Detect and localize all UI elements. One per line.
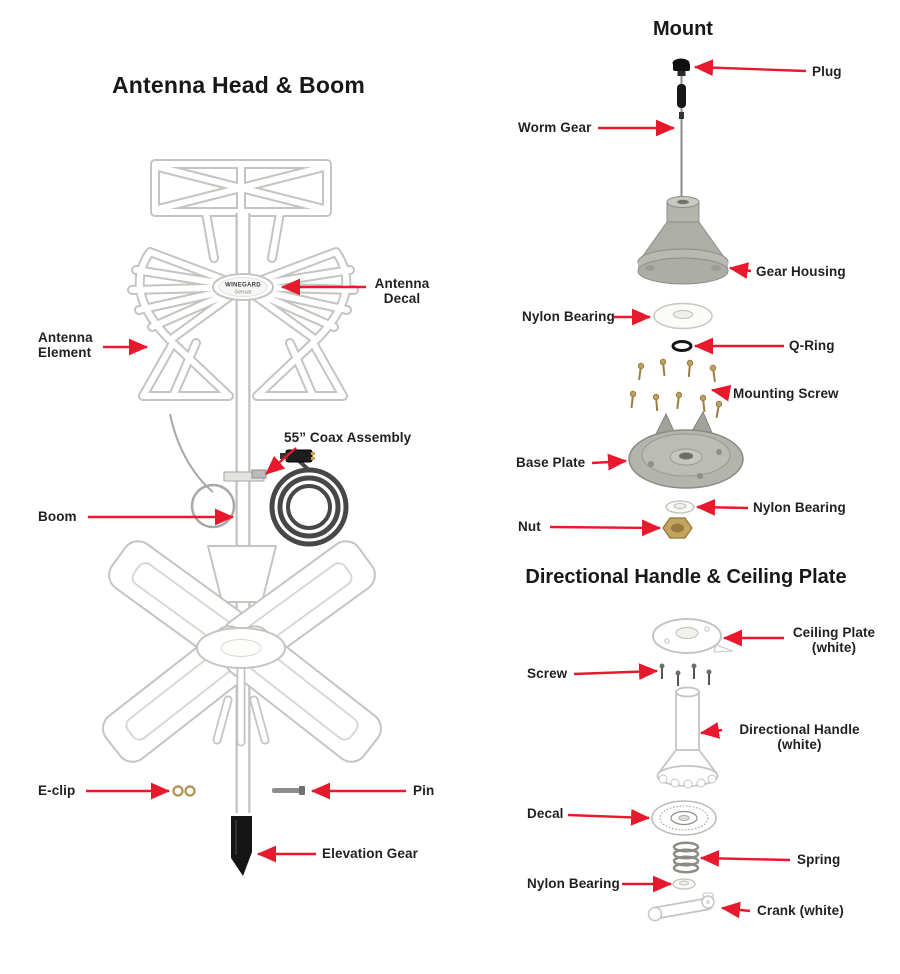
ceiling-plate-part — [652, 618, 734, 654]
base-plate-part — [628, 410, 744, 489]
mount-section-title: Mount — [653, 18, 713, 40]
label-nylon-bearing-lower: Nylon Bearing — [753, 500, 846, 515]
directional-handle-part — [656, 686, 719, 789]
label-screw: Screw — [527, 666, 568, 681]
arrow-lines — [86, 59, 807, 919]
wire-loop — [190, 483, 236, 529]
label-nylon-bearing-upper: Nylon Bearing — [522, 309, 615, 324]
label-antenna-decal: Antenna Decal — [374, 276, 430, 307]
label-pin: Pin — [413, 783, 435, 798]
elevation-gear-part — [231, 816, 252, 876]
label-nylon-bearing-handle: Nylon Bearing — [527, 876, 620, 891]
label-worm-gear: Worm Gear — [518, 120, 592, 135]
coax-assembly-part — [251, 449, 349, 547]
mounting-screws — [629, 358, 723, 418]
crank-part — [647, 892, 715, 922]
wire — [169, 413, 214, 493]
label-elevation-gear: Elevation Gear — [322, 846, 418, 861]
label-coax-assembly: 55” Coax Assembly — [284, 430, 412, 445]
decal-part — [651, 800, 717, 836]
label-ceiling-plate: Ceiling Plate (white) — [792, 625, 876, 656]
q-ring-part — [671, 340, 693, 352]
handle-screws — [659, 663, 712, 686]
antenna-illustration: WINEGARD Sensar — [102, 164, 382, 876]
label-spring: Spring — [797, 852, 841, 867]
label-e-clip: E-clip — [38, 783, 76, 798]
handle-illustration — [647, 618, 734, 922]
e-clip-part — [172, 785, 196, 797]
label-q-ring: Q-Ring — [789, 338, 835, 353]
lower-hub — [196, 627, 286, 669]
label-gear-housing: Gear Housing — [756, 264, 846, 279]
antenna-section-title: Antenna Head & Boom — [112, 72, 365, 98]
decal-brand-text: WINEGARD — [225, 283, 261, 289]
nut-part — [662, 517, 693, 539]
pin-part — [272, 786, 305, 795]
label-crank: Crank (white) — [757, 903, 844, 918]
label-boom: Boom — [38, 509, 77, 524]
nylon-bearing-lower-part — [665, 500, 695, 514]
nylon-bearing-upper-part — [653, 302, 713, 330]
label-base-plate: Base Plate — [516, 455, 586, 470]
label-nut: Nut — [518, 519, 541, 534]
mount-illustration — [628, 58, 744, 539]
antenna-decal-part: WINEGARD Sensar — [212, 273, 274, 301]
spring-part — [672, 841, 700, 874]
nylon-bearing-handle-part — [672, 878, 696, 890]
label-decal: Decal — [527, 806, 564, 821]
handle-section-title: Directional Handle & Ceiling Plate — [525, 566, 847, 588]
label-plug: Plug — [812, 64, 842, 79]
gear-housing-part — [637, 196, 729, 285]
worm-gear-part — [677, 76, 686, 204]
label-antenna-element: Antenna Element — [38, 330, 93, 361]
plug-part — [672, 58, 690, 76]
decal-model-text: Sensar — [234, 290, 253, 296]
label-directional-handle: Directional Handle (white) — [739, 722, 860, 753]
label-mounting-screw: Mounting Screw — [733, 386, 839, 401]
